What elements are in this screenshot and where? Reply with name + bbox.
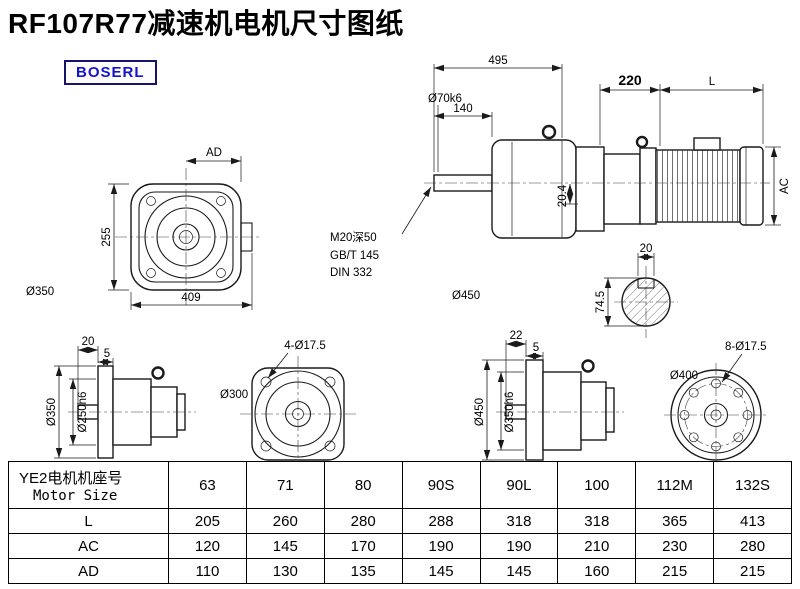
- motor-size-table: YE2电机机座号 Motor Size 63 71 80 90S 90L 100…: [8, 461, 792, 584]
- cell: 190: [479, 533, 559, 559]
- cell: 135: [323, 558, 403, 584]
- dim-74-5-label: 74.5: [595, 291, 607, 313]
- col-header-80: 80: [323, 461, 403, 509]
- side-view: 495 140 Ø70k6 220 L AC M20深50 GB/T 145 D…: [330, 55, 791, 338]
- dim-495-label: 495: [488, 55, 507, 67]
- dim-ad-label: AD: [206, 147, 222, 159]
- lifting-eye-icon: [541, 124, 557, 140]
- cell: 145: [245, 533, 325, 559]
- dim-dia450-label: Ø450: [452, 290, 480, 302]
- dim-shaft-dia-label: Ø70k6: [428, 93, 462, 105]
- lifting-eye-icon: [581, 359, 595, 373]
- dim-409-label: 409: [181, 292, 200, 304]
- dim-5-label: 5: [104, 348, 110, 360]
- cell: 288: [401, 508, 481, 534]
- dim-20-4-label: 20.4: [557, 184, 569, 207]
- motor-size-header-cn: YE2电机机座号: [19, 469, 123, 487]
- lifting-eye-icon: [151, 366, 165, 380]
- motor-size-header-en: Motor Size: [33, 487, 118, 504]
- row-label-AD: AD: [8, 558, 169, 584]
- dim-22-label: 22: [510, 330, 523, 342]
- dim-20-label: 20: [82, 336, 95, 348]
- dim-dia250h6-label: Ø250h6: [77, 392, 89, 433]
- dim-AC-label: AC: [779, 178, 791, 194]
- flange-side-view-large: 22 5 Ø450 Ø350h6: [474, 330, 624, 461]
- cell: 190: [401, 533, 481, 559]
- dim-dia450-label: Ø450: [474, 398, 486, 426]
- dim-4-holes-label: 4-Ø17.5: [284, 340, 326, 352]
- cell: 280: [713, 533, 792, 559]
- technical-drawing: AD 255 409 Ø350 495: [26, 55, 791, 464]
- thread-note-line2: GB/T 145: [330, 250, 379, 262]
- cell: 145: [479, 558, 559, 584]
- page-title: RF107R77减速机电机尺寸图纸: [8, 8, 404, 39]
- dim-140-label: 140: [453, 103, 472, 115]
- flange-side-view-small: 20 5 Ø350 Ø250h6: [46, 336, 196, 459]
- cell: 260: [245, 508, 325, 534]
- cell: 215: [713, 558, 792, 584]
- square-flange-view: 4-Ø17.5 Ø300: [220, 340, 356, 464]
- dim-dia350h6-label: Ø350h6: [504, 392, 516, 433]
- front-view: AD 255 409 Ø350: [26, 147, 259, 310]
- lifting-eye-icon: [635, 135, 649, 149]
- dim-220-label: 220: [618, 72, 642, 88]
- table-row-AD: AD 110 130 135 145 145 160 215 215: [8, 558, 792, 584]
- dim-255-label: 255: [101, 227, 113, 246]
- col-header-132s: 132S: [713, 461, 792, 509]
- motor-size-header-cell: YE2电机机座号 Motor Size: [8, 461, 169, 509]
- row-label-L: L: [8, 508, 169, 534]
- cell: 210: [557, 533, 637, 559]
- table-row-AC: AC 120 145 170 190 190 210 230 280: [8, 533, 792, 559]
- motor-fins: [656, 150, 740, 222]
- col-header-71: 71: [245, 461, 325, 509]
- cell: 365: [635, 508, 715, 534]
- table-header-row: YE2电机机座号 Motor Size 63 71 80 90S 90L 100…: [8, 461, 792, 509]
- brand-logo: BOSERL: [64, 60, 157, 85]
- dim-dia350-label: Ø350: [26, 286, 54, 298]
- cell: 130: [245, 558, 325, 584]
- cell: 318: [557, 508, 637, 534]
- thread-note-line3: DIN 332: [330, 267, 372, 279]
- dim-8-holes-label: 8-Ø17.5: [725, 341, 767, 353]
- round-flange-view: Ø400 8-Ø17.5: [664, 341, 768, 463]
- dim-L-label: L: [709, 76, 716, 88]
- col-header-100: 100: [557, 461, 637, 509]
- cell: 160: [557, 558, 637, 584]
- cell: 280: [323, 508, 403, 534]
- dim-5-label: 5: [533, 342, 539, 354]
- cell: 215: [635, 558, 715, 584]
- col-header-90s: 90S: [401, 461, 481, 509]
- dim-dia300-label: Ø300: [220, 389, 248, 401]
- cell: 318: [479, 508, 559, 534]
- cell: 120: [168, 533, 247, 559]
- cell: 230: [635, 533, 715, 559]
- cell: 145: [401, 558, 481, 584]
- col-header-63: 63: [168, 461, 247, 509]
- cell: 170: [323, 533, 403, 559]
- dim-dia400-label: Ø400: [670, 370, 698, 382]
- cell: 205: [168, 508, 247, 534]
- col-header-90l: 90L: [479, 461, 559, 509]
- thread-note-line1: M20深50: [330, 230, 377, 244]
- row-label-AC: AC: [8, 533, 169, 559]
- table-row-L: L 205 260 280 288 318 318 365 413: [8, 508, 792, 534]
- dim-dia350-label: Ø350: [46, 398, 58, 426]
- dim-key-20-label: 20: [640, 243, 653, 255]
- col-header-112m: 112M: [635, 461, 715, 509]
- cell: 110: [168, 558, 247, 584]
- cell: 413: [713, 508, 792, 534]
